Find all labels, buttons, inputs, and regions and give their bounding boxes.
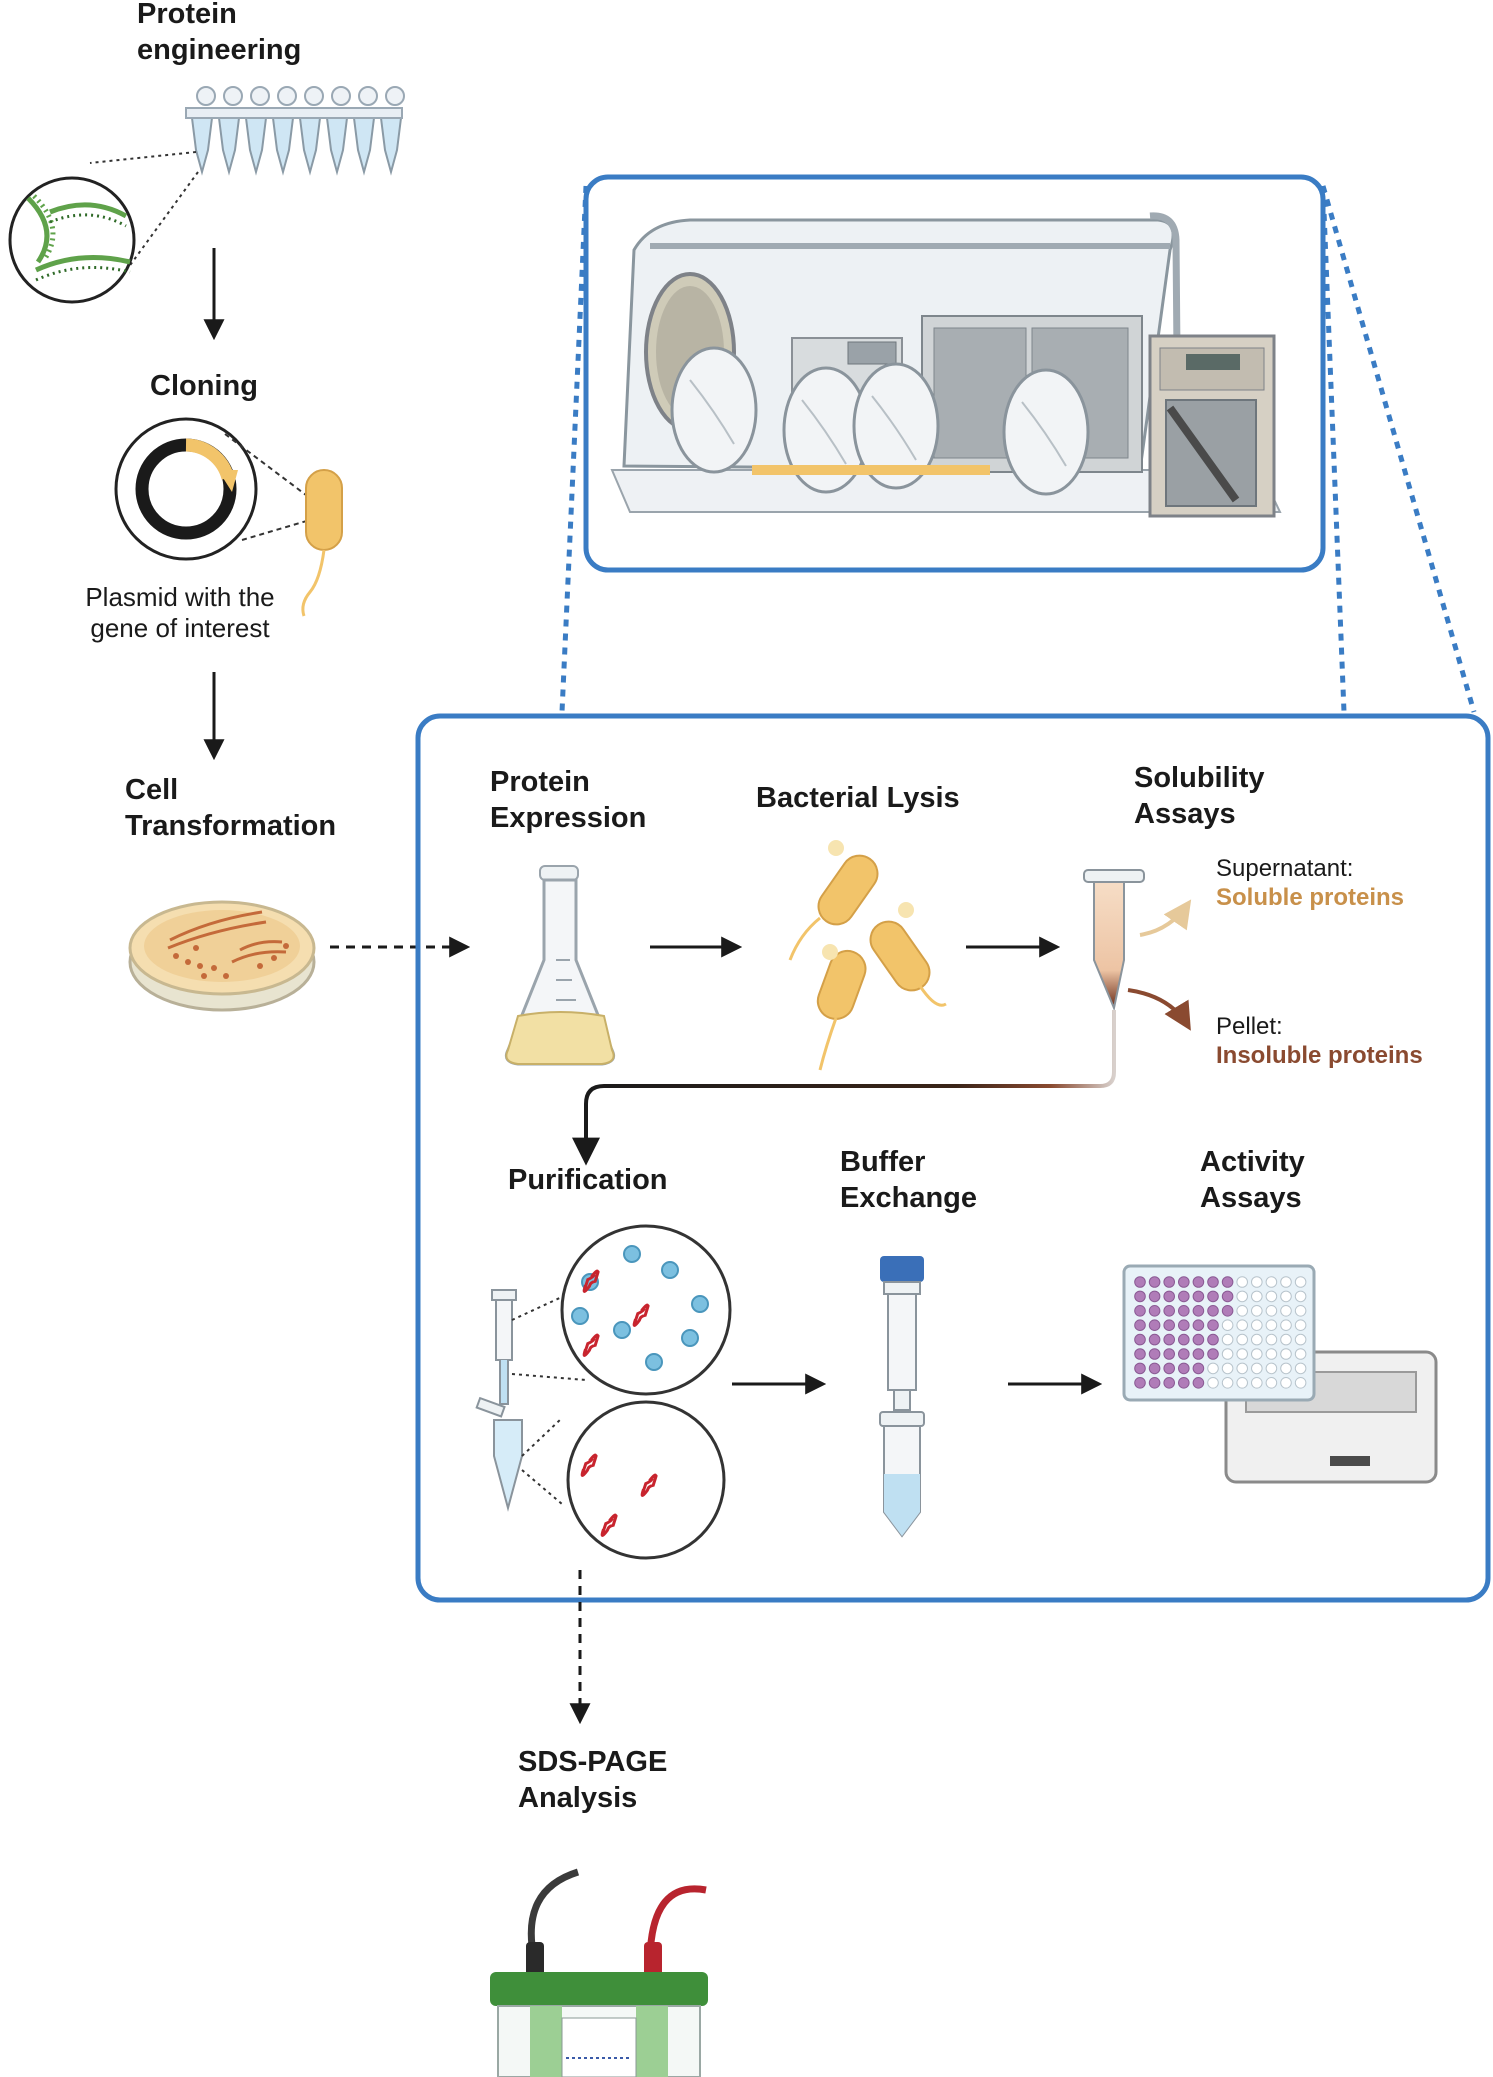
centrifuge-tube-icon (1083, 869, 1145, 1012)
zoom-line (521, 1469, 563, 1505)
arrow-pellet (1127, 988, 1191, 1031)
erlenmeyer-flask-icon (504, 865, 616, 1066)
spin-concentrator-icon (879, 1256, 925, 1538)
zoom-line (1320, 185, 1347, 713)
dna-icon (8, 176, 136, 304)
zoom-line (119, 171, 199, 280)
purification-column-icon (475, 1289, 523, 1512)
petri-dish-icon (128, 900, 316, 1012)
zoom-line (89, 151, 197, 164)
label-cloning: Cloning (150, 370, 258, 402)
zoom-line (1320, 185, 1477, 713)
workflow-frame (415, 713, 1491, 1603)
gel-electrophoresis-icon (490, 1868, 708, 2077)
plate-reader-icon (1122, 1264, 1438, 1484)
zoom-line (241, 519, 311, 541)
return-arrow (584, 1010, 1116, 1160)
arrow-soluble (1139, 899, 1192, 937)
purified-protein-circle-icon (566, 1400, 726, 1560)
pcr-tube-strip-icon (185, 86, 405, 176)
label-supernatant: Supernatant: Soluble proteins (1216, 855, 1405, 911)
label-pellet: Pellet: Insoluble proteins (1216, 1013, 1423, 1069)
anaerobic-chamber-icon (610, 212, 1282, 518)
zoom-line (511, 1295, 565, 1321)
label-purification: Purification (508, 1164, 668, 1196)
bacterium-icon (301, 469, 343, 617)
lysed-bacteria-icon (788, 840, 947, 1071)
zoom-line (521, 1417, 563, 1457)
label-bacterial-lysis: Bacterial Lysis (756, 782, 960, 814)
plasmid-icon (114, 417, 258, 561)
zoom-line (511, 1373, 587, 1381)
zoom-line (559, 185, 589, 713)
